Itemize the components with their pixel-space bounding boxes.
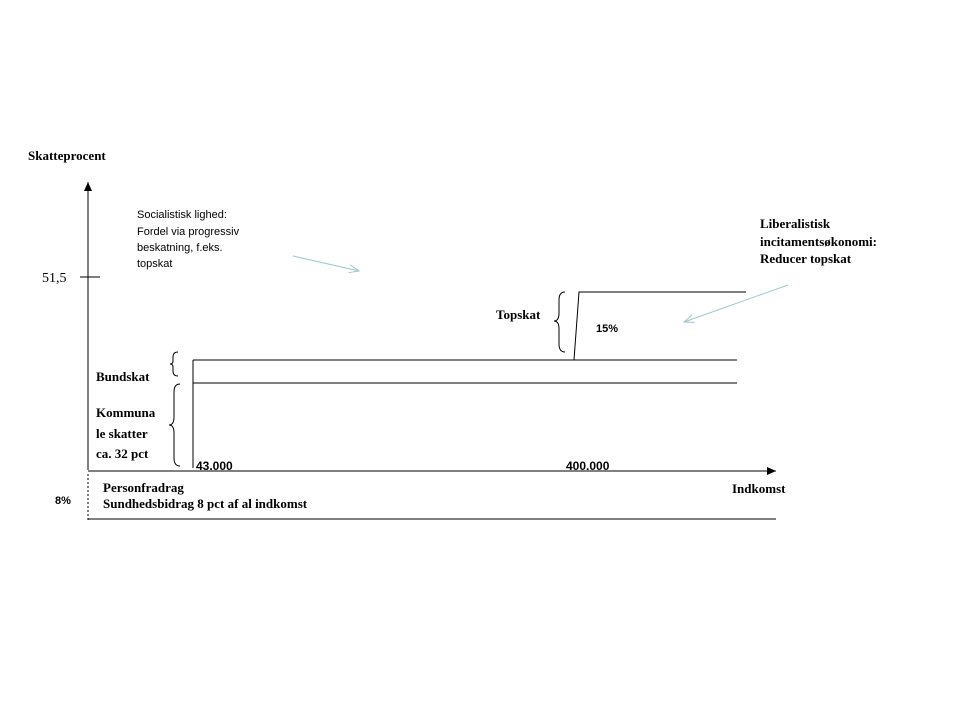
- sundhedsbidrag-rate: 8%: [55, 495, 71, 507]
- personfradrag-label: Personfradrag: [103, 480, 184, 495]
- kommunal-label-line-2: le skatter: [96, 426, 148, 441]
- kommunal-label-line-1: Kommuna: [96, 405, 156, 420]
- socialist-note-line-4: topskat: [137, 258, 172, 270]
- socialist-note-line-1: Socialistisk lighed:: [137, 209, 227, 221]
- topskat-rate: 15%: [596, 323, 618, 335]
- socialist-note-line-3: beskatning, f.eks.: [137, 242, 223, 254]
- kommunal-bracket: [168, 383, 181, 467]
- liberal-note-line-2: incitamentsøkonomi:: [760, 234, 877, 249]
- topskat-label: Topskat: [496, 307, 541, 322]
- bundskat-label: Bundskat: [96, 369, 150, 384]
- threshold-43000: 43.000: [196, 459, 233, 473]
- liberal-note-line-3: Reducer topskat: [760, 251, 852, 266]
- sundhedsbidrag-label: Sundhedsbidrag 8 pct af al indkomst: [103, 496, 308, 511]
- topskat-step-line: [573, 291, 746, 361]
- liberal-arrow: [684, 284, 789, 322]
- threshold-400000: 400.000: [566, 459, 610, 473]
- socialist-note-line-2: Fordel via progressiv: [137, 226, 240, 238]
- bundskat-bracket: [169, 351, 179, 377]
- socialist-arrow: [292, 255, 359, 271]
- topskat-bracket: [553, 291, 566, 353]
- kommunal-label-line-3: ca. 32 pct: [96, 446, 149, 461]
- y-tick-label: 51,5: [42, 271, 67, 286]
- liberal-note-line-1: Liberalistisk: [760, 216, 831, 231]
- y-axis-title: Skatteprocent: [28, 148, 106, 163]
- x-axis-title: Indkomst: [732, 481, 786, 496]
